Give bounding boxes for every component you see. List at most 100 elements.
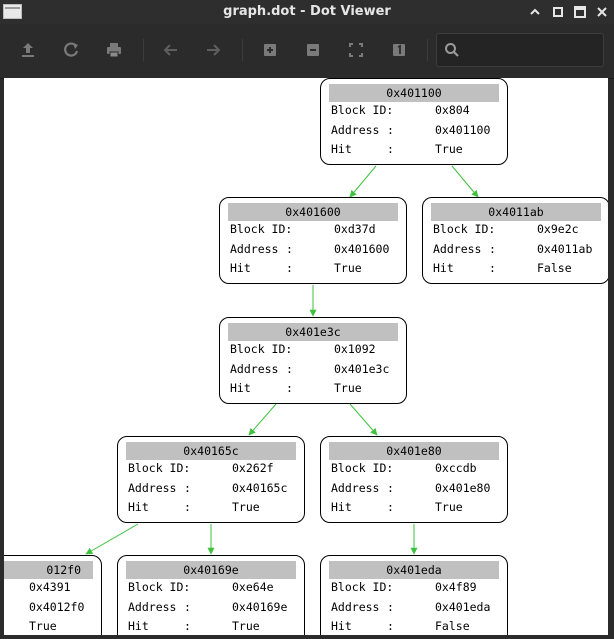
block-id-value: 0x9e2c	[537, 222, 579, 236]
graph-node[interactable]: 012f0 Block ID:0x4391 Address:0x4012f0 H…	[4, 555, 102, 635]
address-value: 0x401100	[435, 123, 491, 137]
graph-node[interactable]: 0x4011ab Block ID: 0x9e2c Address: 0x4011a…	[422, 197, 608, 284]
address-label: Address	[230, 242, 279, 256]
search-icon	[444, 42, 460, 58]
address-label: Address	[331, 481, 380, 495]
graph-canvas[interactable]: 0x401100 Block ID:0x804 Address:0x401100…	[4, 78, 608, 635]
hit-value: True	[435, 500, 463, 514]
colon: :	[184, 619, 191, 633]
colon: :	[387, 600, 394, 614]
restore-icon[interactable]	[572, 4, 588, 20]
forward-icon[interactable]	[200, 37, 226, 63]
hit-label: Hit	[230, 261, 251, 275]
block-id-label: Block ID:	[331, 103, 394, 117]
block-id-value: 0xccdb	[435, 461, 477, 475]
zoom-100-icon[interactable]	[386, 37, 412, 63]
zoom-out-icon[interactable]	[300, 37, 326, 63]
block-id-label: Block ID:	[331, 580, 394, 594]
graph-node[interactable]: 0x401e3c Block ID:0x1092 Address:0x401e3…	[219, 317, 407, 404]
address-value: 0x40169e	[232, 600, 288, 614]
back-icon[interactable]	[158, 37, 184, 63]
hit-label: Hit	[230, 381, 251, 395]
colon: :	[387, 123, 394, 137]
block-id-value: 0x262f	[232, 461, 274, 475]
search-input[interactable]	[465, 38, 601, 64]
address-label: Address	[230, 362, 279, 376]
hit-value: True	[29, 619, 57, 633]
graph-node[interactable]: 0x401600 Block ID: 0xd37d Address: 0x40160…	[219, 197, 407, 284]
colon: :	[489, 242, 496, 256]
hit-value: True	[334, 261, 362, 275]
colon: :	[184, 481, 191, 495]
graph-node[interactable]: 0x401e80 Block ID: 0xccdb Address: 0x401e8…	[320, 436, 508, 523]
node-header: 0x40165c	[126, 442, 296, 460]
colon: :	[184, 500, 191, 514]
block-id-label: Block ID:	[230, 342, 293, 356]
block-id-value: 0xe64e	[232, 580, 274, 594]
maximize-icon[interactable]	[550, 4, 566, 20]
graph-node[interactable]: 0x40169e Block ID:0xe64e Address:0x40169…	[117, 555, 305, 635]
block-id-label: Block ID:	[331, 461, 394, 475]
node-header: 0x401e80	[329, 442, 499, 460]
node-header: 0x401e3c	[228, 323, 398, 341]
hit-label: Hit	[433, 261, 454, 275]
block-id-label: Block ID:	[433, 222, 496, 236]
open-icon[interactable]	[15, 37, 41, 63]
address-label: Address	[433, 242, 482, 256]
hit-value: True	[232, 500, 260, 514]
block-id-value: 0x804	[435, 103, 470, 117]
colon: :	[489, 261, 496, 275]
address-value: 0x401eda	[435, 600, 491, 614]
colon: :	[184, 600, 191, 614]
graph-edges	[85, 165, 479, 555]
address-label: Address	[128, 481, 177, 495]
colon: :	[286, 242, 293, 256]
colon: :	[387, 142, 394, 156]
block-id-value: 0x4391	[29, 580, 71, 594]
address-value: 0x401600	[334, 242, 390, 256]
block-id-label: Block ID:	[230, 222, 293, 236]
edge-401100-401600	[349, 165, 377, 198]
toolbar-separator	[242, 39, 243, 61]
hit-value: True	[334, 381, 362, 395]
hit-value: True	[232, 619, 260, 633]
edge-401e3c-40165c	[248, 403, 277, 436]
node-header: 0x4011ab	[431, 203, 601, 221]
graph-node[interactable]: 0x401eda Block ID:0x4f89 Address:0x401ed…	[320, 555, 508, 635]
colon: :	[286, 362, 293, 376]
close-icon[interactable]	[594, 4, 610, 20]
window-title: graph.dot - Dot Viewer	[223, 4, 391, 19]
node-header: 0x401600	[228, 203, 398, 221]
toolbar	[0, 24, 614, 79]
address-value: 0x4011ab	[537, 242, 593, 256]
hit-value: False	[537, 261, 572, 275]
block-id-label: Block ID:	[128, 580, 191, 594]
hit-label: Hit	[128, 500, 149, 514]
address-value: 0x40165c	[232, 481, 288, 495]
hit-label: Hit	[331, 142, 352, 156]
zoom-fit-icon[interactable]	[343, 37, 369, 63]
hit-label: Hit	[331, 619, 352, 633]
colon: :	[387, 481, 394, 495]
colon: :	[286, 381, 293, 395]
hit-value: False	[435, 619, 470, 633]
reload-icon[interactable]	[58, 37, 84, 63]
minimize-icon[interactable]	[527, 4, 543, 20]
app-icon	[3, 4, 22, 19]
edge-401e3c-401e80	[349, 403, 378, 436]
search-box[interactable]	[436, 33, 604, 67]
print-icon[interactable]	[101, 37, 127, 63]
graph-node[interactable]: 0x401100 Block ID:0x804 Address:0x401100…	[320, 78, 508, 165]
node-header: 0x401eda	[329, 561, 499, 579]
hit-value: True	[435, 142, 463, 156]
address-value: 0x401e80	[435, 481, 491, 495]
address-value: 0x401e3c	[334, 362, 390, 376]
address-label: Address	[331, 123, 380, 137]
graph-node[interactable]: 0x40165c Block ID:0x262f Address:0x40165…	[117, 436, 305, 523]
title-bar: graph.dot - Dot Viewer	[0, 0, 614, 24]
colon: :	[387, 500, 394, 514]
block-id-value: 0xd37d	[334, 222, 376, 236]
address-label: Address	[128, 600, 177, 614]
zoom-in-icon[interactable]	[257, 37, 283, 63]
hit-label: Hit	[331, 500, 352, 514]
